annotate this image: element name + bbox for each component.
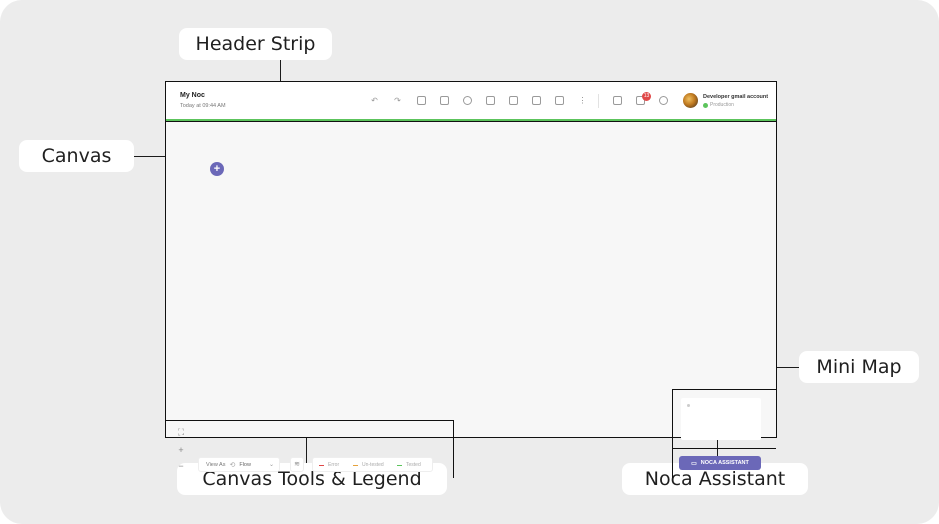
fit-view-icon[interactable]: ⛶ <box>177 427 185 437</box>
callout-canvas: Canvas <box>19 140 134 172</box>
debug-icon[interactable] <box>440 96 449 105</box>
mini-map-panel <box>672 389 776 449</box>
schedule-icon[interactable] <box>532 96 541 105</box>
callout-canvas-connector <box>134 156 165 157</box>
more-options-icon[interactable]: ⋮ <box>578 96 587 105</box>
last-saved-timestamp: Today at 09:44 AM <box>180 103 226 109</box>
legend-tested-label: Tested <box>406 462 421 468</box>
view-as-dropdown[interactable]: View As ⟲ Flow ⌄ <box>198 457 280 472</box>
legend-tested-marker <box>397 465 402 466</box>
chat-icon: ▭ <box>691 460 697 467</box>
chevron-down-icon: ⌄ <box>268 462 274 468</box>
add-node-button[interactable]: + <box>210 162 224 176</box>
app-window: My Noc Today at 09:44 AM ↶ ↷ ⋮ 13 Develo… <box>165 81 777 478</box>
canvas[interactable]: + ⛶ + − View As ⟲ Flow ⌄ ≋ Error Un-test… <box>166 123 776 478</box>
zoom-out-button[interactable]: − <box>178 461 184 471</box>
layers-icon[interactable]: ≋ <box>290 457 304 472</box>
legend-error-label: Error <box>328 462 340 468</box>
legend-error-marker <box>319 465 324 466</box>
document-title[interactable]: My Noc <box>180 92 205 99</box>
view-as-value: Flow <box>239 461 251 468</box>
legend-untested-label: Un-tested <box>362 462 384 468</box>
environment-label: Production <box>710 102 734 108</box>
help-icon[interactable] <box>659 96 668 105</box>
toolbar-divider <box>598 94 599 108</box>
noca-assistant-button[interactable]: ▭ NOCA ASSISTANT <box>679 456 761 470</box>
mini-map-node <box>687 404 690 407</box>
notification-count-badge: 13 <box>642 92 651 101</box>
analytics-icon[interactable] <box>509 96 518 105</box>
callout-noca-assistant-connector <box>717 438 718 463</box>
account-name[interactable]: Developer gmail account <box>703 94 769 100</box>
environment-status-icon <box>703 103 708 108</box>
noca-assistant-label: NOCA ASSISTANT <box>700 460 749 466</box>
callout-header-strip: Header Strip <box>179 28 332 60</box>
callout-canvas-tools-connector <box>306 438 307 463</box>
undo-icon[interactable]: ↶ <box>371 96 378 105</box>
view-as-label: View As <box>206 461 226 468</box>
status-legend: Error Un-tested Tested <box>312 457 433 472</box>
redo-icon[interactable]: ↷ <box>394 96 401 105</box>
publish-icon[interactable] <box>555 96 564 105</box>
legend-untested-marker <box>353 465 358 466</box>
settings-icon[interactable] <box>463 96 472 105</box>
avatar[interactable] <box>683 93 698 108</box>
canvas-tools-legend: ⛶ + − View As ⟲ Flow ⌄ ≋ Error Un-tested… <box>166 420 454 478</box>
mini-map[interactable] <box>681 398 761 440</box>
callout-mini-map-connector <box>777 367 799 368</box>
save-icon[interactable] <box>417 96 426 105</box>
comments-icon[interactable] <box>613 96 622 105</box>
zoom-in-button[interactable]: + <box>178 445 184 455</box>
callout-header-connector <box>280 60 281 81</box>
noca-assistant-panel: ▭ NOCA ASSISTANT <box>672 449 776 478</box>
variables-icon[interactable] <box>486 96 495 105</box>
header-accent-bar <box>166 119 776 121</box>
flow-icon: ⟲ <box>229 461 236 469</box>
callout-mini-map: Mini Map <box>799 351 919 383</box>
header-strip: My Noc Today at 09:44 AM ↶ ↷ ⋮ 13 Develo… <box>166 82 776 122</box>
